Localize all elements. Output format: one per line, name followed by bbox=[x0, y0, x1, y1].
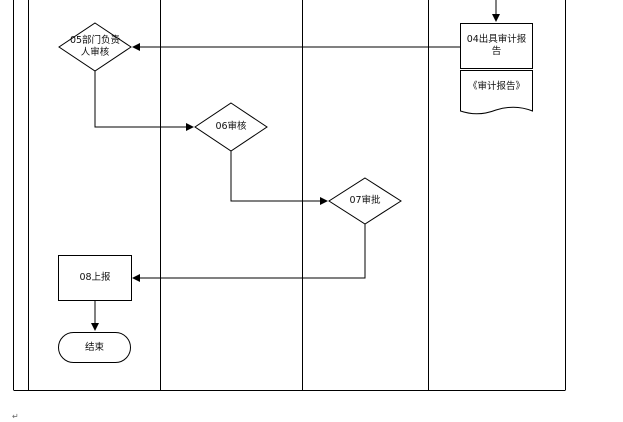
node-08-box bbox=[58, 255, 132, 301]
decision-05-shape bbox=[58, 22, 132, 72]
connector-05-to-06 bbox=[94, 71, 194, 131]
lane-frame bbox=[13, 0, 566, 391]
terminator-end-shape bbox=[58, 332, 131, 363]
node-04-box bbox=[460, 23, 533, 69]
decision-06-shape bbox=[194, 102, 268, 152]
connector-06-to-07 bbox=[230, 151, 328, 205]
connector-07-to-08 bbox=[132, 224, 366, 282]
decision-07-shape bbox=[328, 177, 402, 225]
document-audit-report-shape bbox=[460, 70, 533, 115]
paragraph-mark: ↵ bbox=[12, 412, 19, 421]
